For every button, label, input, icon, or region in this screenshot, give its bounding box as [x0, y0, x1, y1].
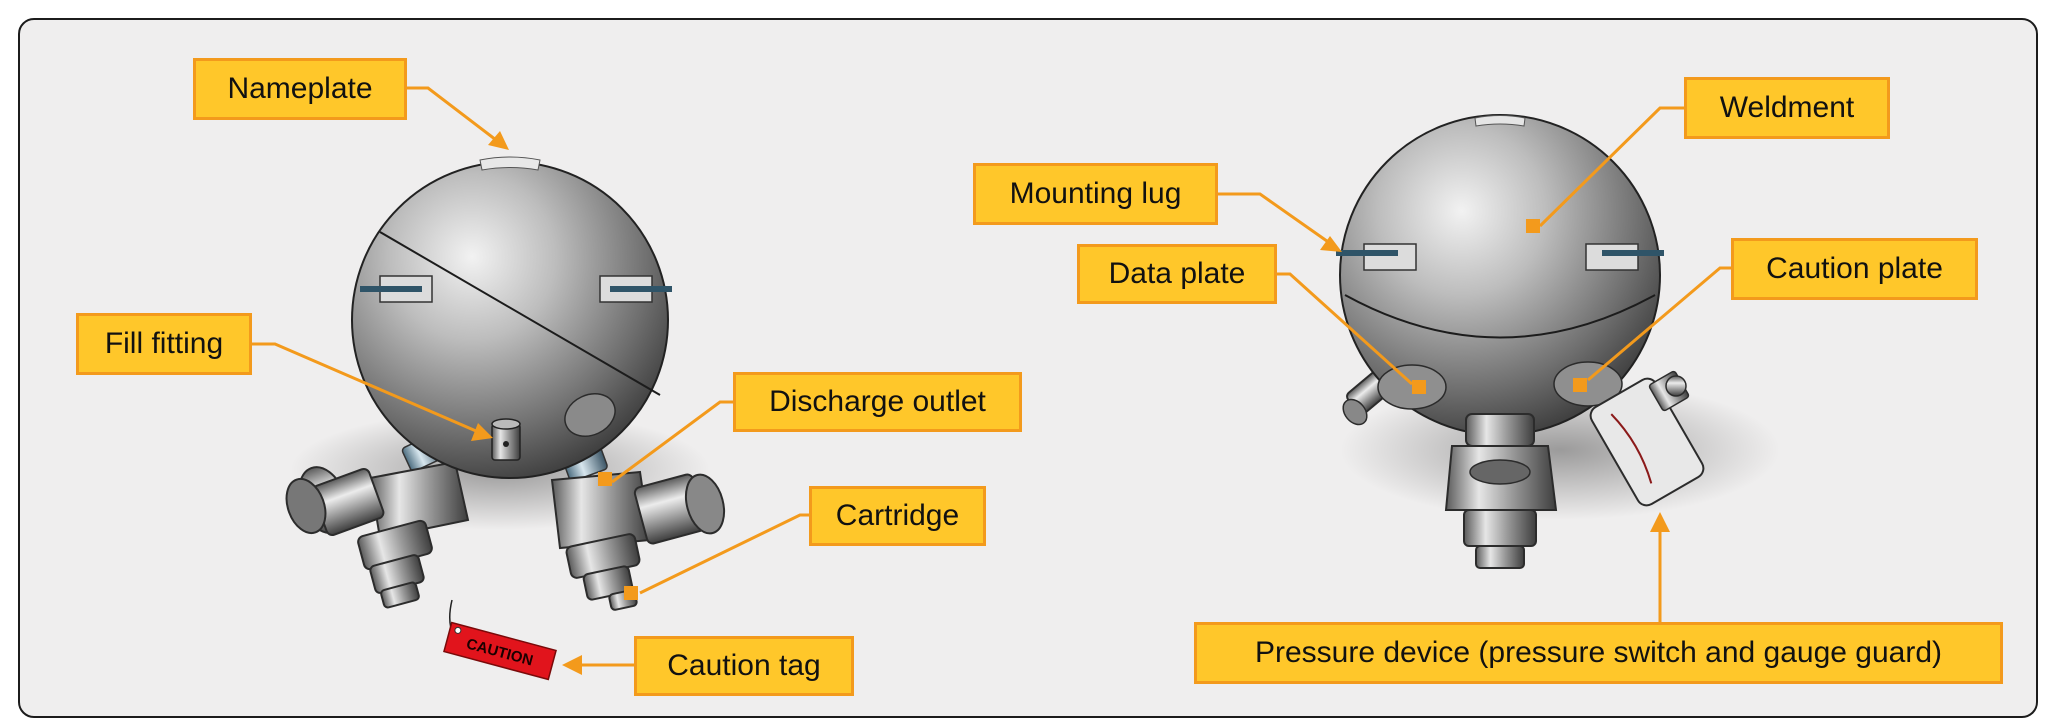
leader-caution-plate	[1587, 266, 1731, 382]
label-caution-plate: Caution plate	[1731, 238, 1978, 300]
label-cartridge: Cartridge	[809, 486, 986, 546]
leader-cartridge	[639, 513, 809, 595]
right-discharge-assembly	[1444, 413, 1558, 569]
leader-data-plate	[1277, 272, 1414, 386]
label-pressure-device: Pressure device (pressure switch and gau…	[1194, 622, 2003, 684]
left-discharge-assembly-a	[285, 434, 470, 609]
right-mounting-lug-b	[1585, 243, 1664, 271]
label-fill-fitting: Fill fitting	[76, 313, 252, 375]
pressure-device-part	[1589, 370, 1705, 507]
leader-nameplate	[407, 86, 501, 145]
right-mounting-lug-a	[1336, 243, 1417, 271]
leader-lines	[252, 86, 1731, 667]
leader-weldment	[1538, 106, 1684, 228]
leader-end-markers	[598, 219, 1587, 600]
right-extinguisher	[1336, 114, 1780, 569]
leader-arrowheads	[471, 131, 1670, 675]
left-extinguisher: CAUTION	[285, 156, 726, 681]
right-weld-seam	[1344, 294, 1656, 339]
left-nameplate-mark	[479, 156, 541, 171]
left-mounting-lug-a	[360, 275, 433, 303]
caution-plate-part	[1553, 361, 1623, 407]
leader-discharge-outlet	[611, 400, 733, 484]
left-weld-seam	[379, 231, 661, 396]
leader-mounting-lug	[1218, 192, 1335, 248]
label-data-plate: Data plate	[1077, 244, 1277, 304]
label-mounting-lug: Mounting lug	[973, 163, 1218, 225]
label-nameplate: Nameplate	[193, 58, 407, 120]
caution-tag-part: CAUTION	[443, 621, 557, 681]
label-discharge-outlet: Discharge outlet	[733, 372, 1022, 432]
label-caution-tag: Caution tag	[634, 636, 854, 696]
fill-fitting-part	[491, 418, 521, 461]
leader-fill-fitting	[252, 342, 477, 433]
label-weldment: Weldment	[1684, 77, 1890, 139]
left-cartridge-port	[564, 393, 616, 437]
left-mounting-lug-b	[599, 275, 672, 303]
